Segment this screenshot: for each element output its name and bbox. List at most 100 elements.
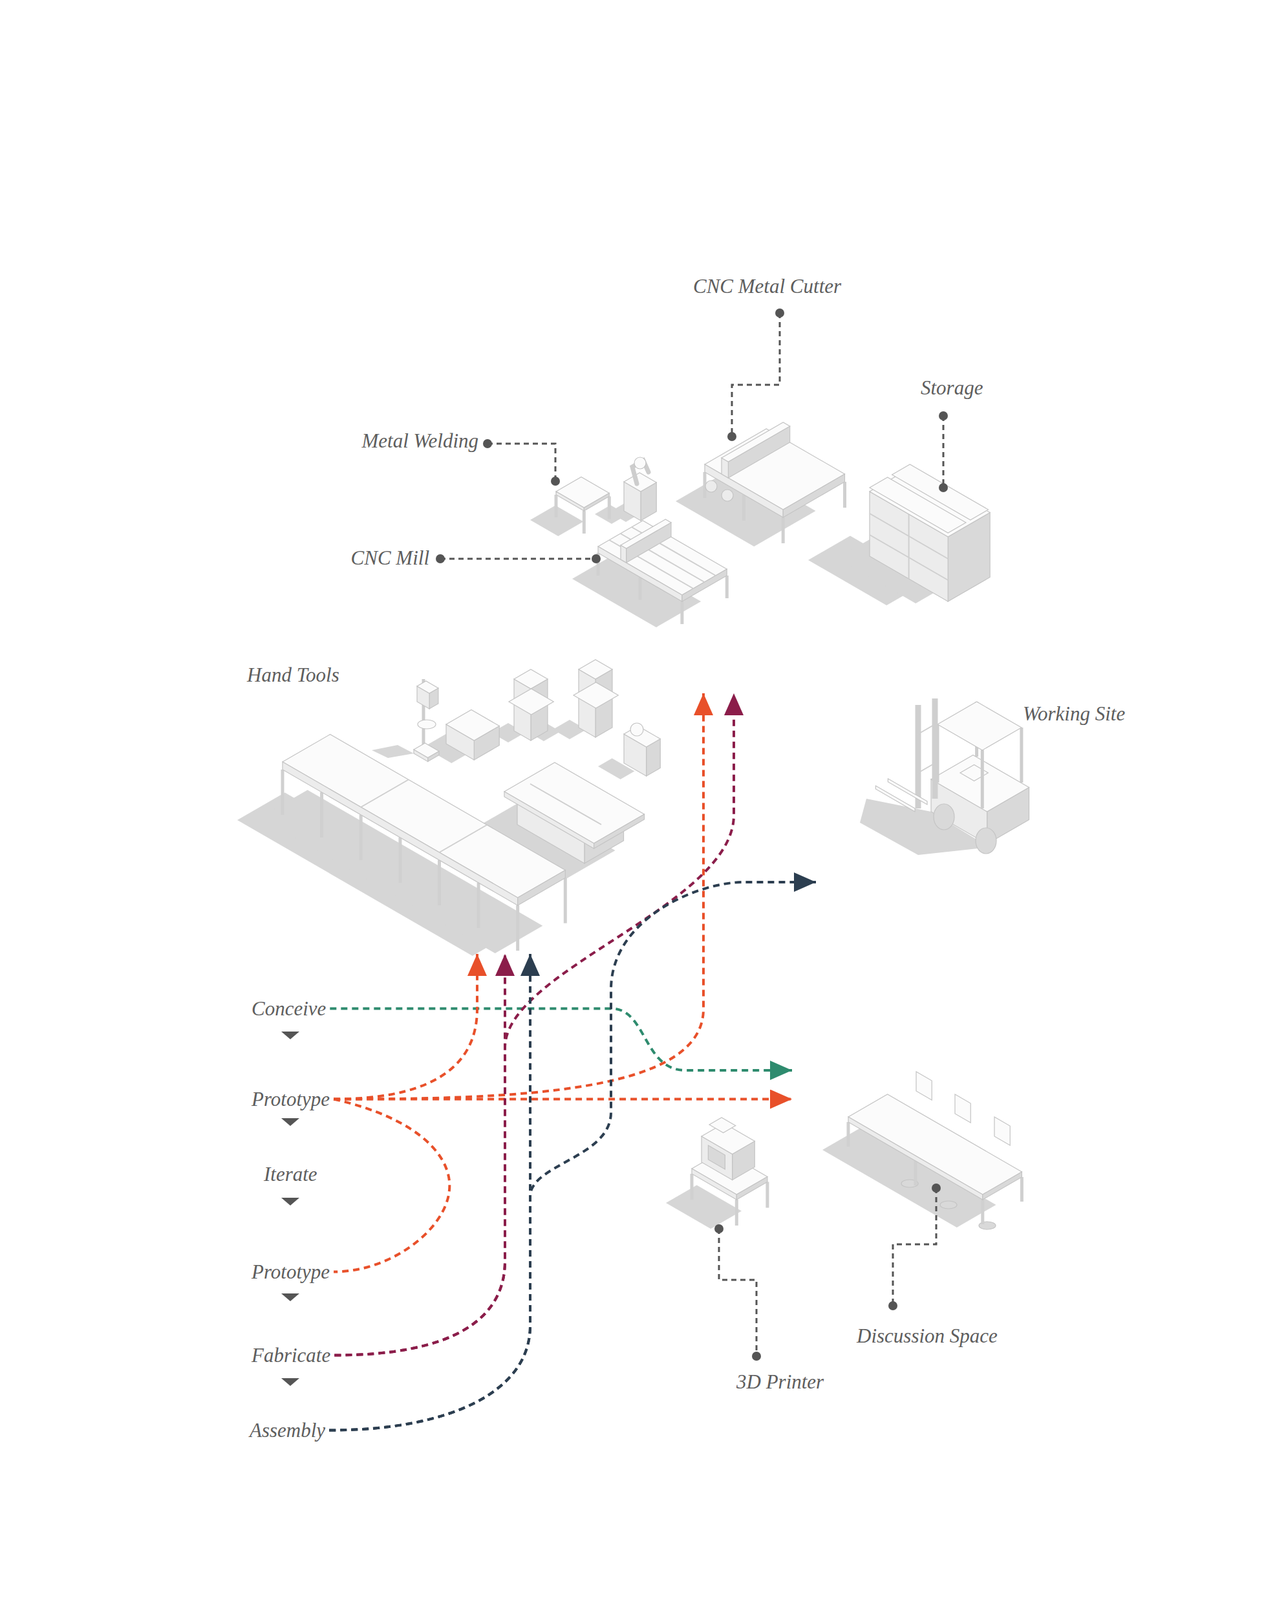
leader-lines-part (727, 431, 737, 441)
welding-robot-part (623, 472, 657, 492)
flow-arrow (333, 693, 704, 1100)
sander-part (630, 722, 644, 736)
welding-robot-part (634, 457, 646, 469)
welding-table-part (607, 496, 611, 520)
long-workbench-part (563, 878, 568, 924)
forklift-part (1019, 727, 1023, 783)
band-saw-part (508, 688, 554, 715)
leader-lines-part (440, 557, 597, 560)
cnc-mill (598, 520, 727, 624)
cnc-metal-cutter-part (742, 494, 746, 521)
table-saw-part-part (530, 783, 602, 825)
table-saw-part-part (594, 814, 645, 849)
leader-lines-part (888, 1300, 898, 1310)
drill-press-part (417, 680, 439, 709)
process-step: Conceive (247, 996, 330, 1021)
printer-stand-part (736, 1176, 768, 1201)
welding-table-part (583, 493, 610, 512)
long-workbench-part (517, 870, 566, 906)
discussion-table-part (846, 1121, 851, 1147)
area-label: Metal Welding (361, 428, 479, 453)
long-workbench-part (477, 882, 481, 928)
leader-lines-part (942, 415, 945, 488)
long-workbench-part (281, 769, 285, 815)
band-saw-part (573, 682, 619, 708)
step-label: Iterate (263, 1161, 318, 1186)
long-workbench (282, 734, 566, 952)
welding-robot (623, 457, 657, 521)
flow-arrow (333, 1099, 450, 1272)
sander (623, 722, 661, 776)
table-saw-part (504, 762, 645, 849)
process-step: Prototype (247, 1259, 334, 1284)
leader-lines-part (775, 308, 785, 318)
cnc-metal-cutter-part (705, 480, 718, 493)
drill-press-part (413, 742, 440, 762)
step-label: Prototype (251, 1086, 330, 1111)
welding-table-part (582, 510, 586, 534)
long-workbench-part (515, 905, 520, 951)
long-workbench-part (439, 825, 488, 853)
flow-arrow (329, 953, 531, 1431)
leader-lines-part (482, 439, 493, 449)
cnc-mill-part (680, 601, 684, 624)
step-label: Fabricate (251, 1342, 331, 1367)
area-label: CNC Mill (351, 545, 430, 570)
area-label: CNC Metal Cutter (693, 274, 842, 299)
discussion-table-part (954, 1093, 971, 1123)
3d-printer (701, 1117, 755, 1180)
ground-shadows-part (371, 744, 414, 758)
callout-label: 3D Printer (736, 1369, 824, 1394)
leader-lines-part (550, 476, 560, 486)
long-workbench-part (398, 837, 402, 883)
cnc-metal-cutter-part (782, 473, 845, 518)
forklift-part (887, 778, 928, 805)
long-workbench-part (282, 761, 518, 906)
forklift-part (915, 704, 922, 809)
step-label: Assembly (249, 1417, 326, 1442)
leader-lines-part (931, 1183, 941, 1193)
printer-stand-part (765, 1181, 769, 1208)
leader-lines-part (751, 1351, 761, 1361)
printer-stand-part (690, 1173, 694, 1200)
leader-lines-part (938, 411, 948, 421)
flow-arrow (333, 953, 478, 1100)
discussion-table-part (848, 1093, 1022, 1195)
mill-gantry-part (620, 519, 672, 549)
discussion-zone: Discussion Space (792, 1060, 1041, 1352)
leader-lines (435, 308, 948, 1361)
leader-lines-part (591, 554, 601, 564)
drill-press (413, 678, 440, 762)
storage-rack-part (908, 514, 910, 579)
step-label: Prototype (251, 1259, 330, 1284)
discussion-table-part (994, 1116, 1010, 1146)
discussion-table-part (940, 1200, 957, 1209)
forklift-part (980, 750, 985, 809)
step-triangles-part (281, 1197, 300, 1206)
process-step: Assembly (245, 1417, 330, 1442)
cnc-mill-part (725, 575, 729, 599)
area-label: Hand Tools (246, 662, 340, 687)
drill-press-part (417, 719, 436, 729)
cnc-metal-cutter-part (704, 464, 783, 518)
leader-lines-part (938, 482, 948, 493)
leader-lines-part (731, 312, 780, 437)
welding-table-part (556, 491, 584, 511)
step-label: Conceive (251, 996, 326, 1021)
long-workbench-part (360, 779, 409, 808)
process-step: Fabricate (247, 1342, 335, 1367)
area-label: Storage (920, 375, 983, 400)
forklift-part (975, 827, 997, 854)
forklift (875, 698, 1029, 854)
working-site-zone: Working Site (815, 698, 1145, 888)
cnc-mill-part (638, 577, 643, 601)
step-triangles-part (281, 1117, 300, 1126)
leader-lines-part (487, 443, 556, 482)
forklift-part (960, 764, 988, 782)
band-saw (573, 659, 619, 738)
process-step: Iterate (259, 1161, 322, 1186)
discussion-table-part (913, 1160, 917, 1186)
step-triangles-part (281, 1293, 300, 1301)
